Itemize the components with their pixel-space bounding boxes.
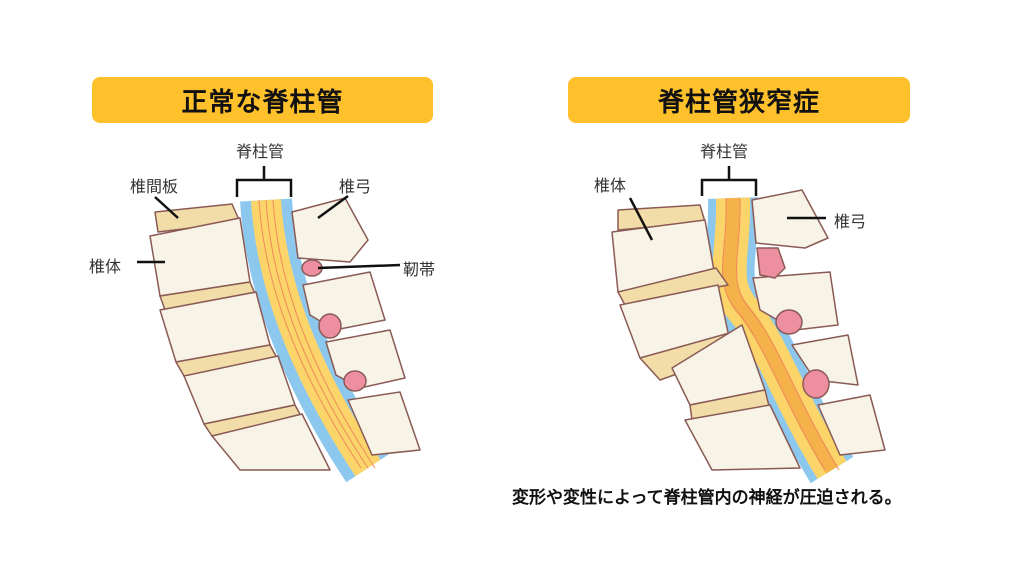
label-disc: 椎間板 <box>130 177 179 196</box>
leader-body-right <box>628 197 654 241</box>
stenosis-title: 脊柱管狭窄症 <box>568 77 910 123</box>
lamina <box>347 391 421 456</box>
label-body-left: 椎体 <box>89 257 122 276</box>
label-spinal-canal-left: 脊柱管 <box>236 142 285 161</box>
ligament <box>343 370 367 392</box>
vertebral-body <box>211 413 331 471</box>
disc <box>617 267 729 306</box>
label-body-right: 椎体 <box>594 176 627 195</box>
leader-arch-left <box>317 194 349 220</box>
stenosis-caption: 変形や変性によって脊柱管内の神経が圧迫される。 <box>512 488 902 508</box>
lamina <box>752 271 839 331</box>
normal-spine-illustration <box>149 197 421 483</box>
ligament <box>756 247 786 279</box>
label-ligament: 靭帯 <box>403 260 436 279</box>
stenosis-spine-illustration <box>611 189 886 484</box>
ligament <box>775 309 803 335</box>
canal-bracket-left <box>235 166 293 197</box>
leader-disc <box>154 196 179 219</box>
ligament <box>318 313 342 339</box>
lamina <box>817 394 886 456</box>
lamina <box>291 197 369 263</box>
lamina <box>791 334 859 386</box>
normal-title: 正常な脊柱管 <box>92 77 433 123</box>
ligament <box>802 369 830 399</box>
vertebral-body <box>684 404 801 471</box>
canal-bracket-right <box>700 166 758 196</box>
label-spinal-canal-right: 脊柱管 <box>700 142 749 161</box>
label-arch-left: 椎弓 <box>339 177 372 196</box>
leader-ligament <box>317 263 401 270</box>
lamina <box>325 329 406 389</box>
label-arch-right: 椎弓 <box>834 212 867 231</box>
